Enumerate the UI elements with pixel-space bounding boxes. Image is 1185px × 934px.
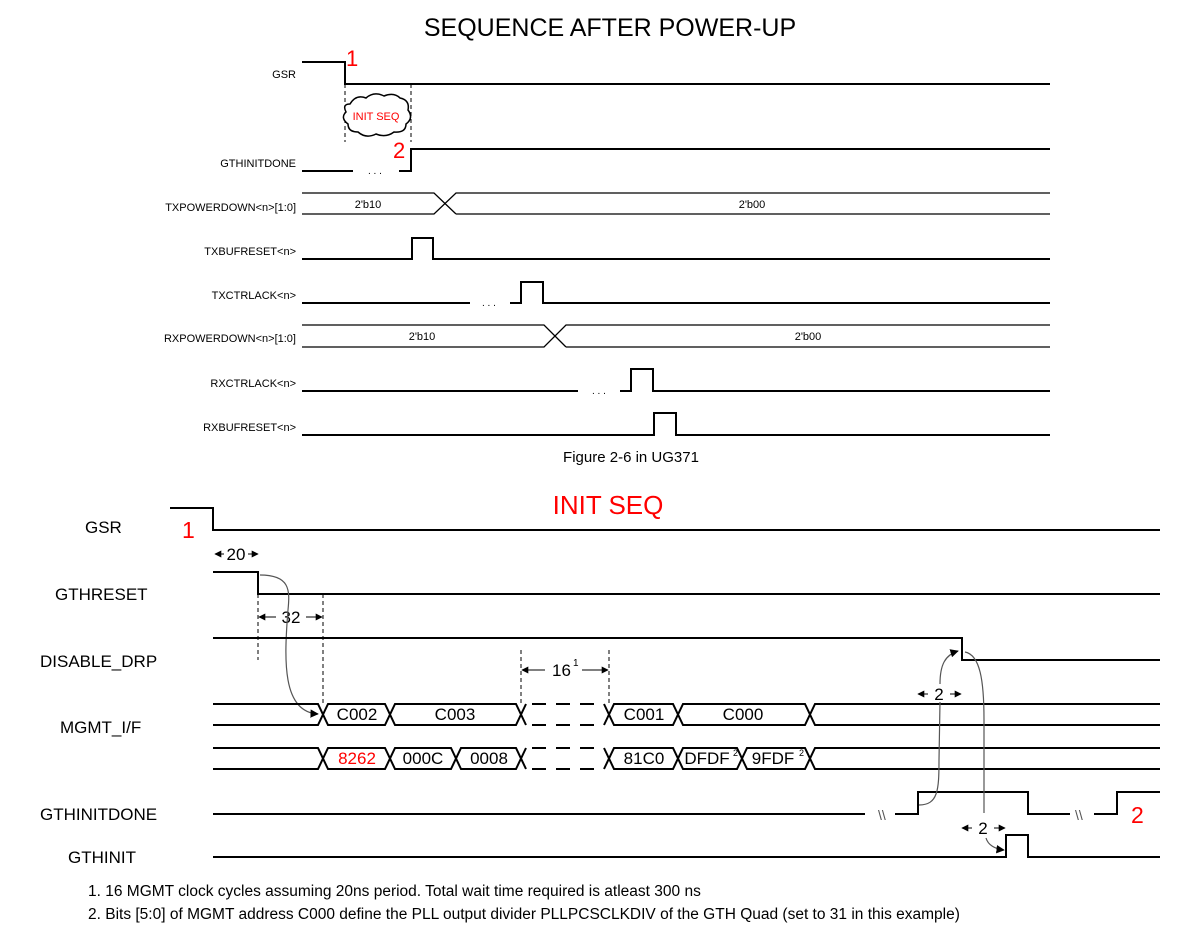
mgmt-addr-value: C002 xyxy=(337,705,378,724)
bus-rxpowerdown xyxy=(302,324,1050,348)
mgmt-addr-value: C001 xyxy=(624,705,665,724)
signal-label-rxpowerdown: RXPOWERDOWN<n>[1:0] xyxy=(164,333,296,345)
wave-rxctrlack xyxy=(620,368,1050,392)
signal-label-rxbufreset: RXBUFRESET<n> xyxy=(203,422,296,434)
footnote-ref-2: 2 xyxy=(799,748,804,758)
marker-1: 1 xyxy=(182,517,195,543)
dependency-arrow xyxy=(918,651,958,806)
break-symbol: \\ xyxy=(1075,807,1083,823)
signal-label-txbufreset: TXBUFRESET<n> xyxy=(204,246,296,258)
bus-value: 2'b00 xyxy=(739,199,766,211)
footnote-1: 1. 16 MGMT clock cycles assuming 20ns pe… xyxy=(88,883,701,900)
signal-label-rxctrlack: RXCTRLACK<n> xyxy=(210,378,296,390)
cloud-label: INIT SEQ xyxy=(353,111,400,123)
timing-20: 20 xyxy=(227,545,246,564)
signal-label-gthinitdone: GTHINITDONE xyxy=(220,158,296,170)
signal-label-disable-drp: DISABLE_DRP xyxy=(40,652,157,671)
dots: . . . xyxy=(368,166,382,177)
wave-gthinitdone xyxy=(399,148,1050,172)
top-title: SEQUENCE AFTER POWER-UP xyxy=(424,14,796,42)
bus-mgmt-address xyxy=(213,703,1160,726)
wave-gthinit xyxy=(213,834,1160,858)
timing-16: 16 xyxy=(552,661,571,680)
signal-label-mgmt-if: MGMT_I/F xyxy=(60,718,141,737)
mgmt-data-value: 0008 xyxy=(470,749,508,768)
bus-value: 2'b00 xyxy=(795,331,822,343)
figure-caption: Figure 2-6 in UG371 xyxy=(563,449,699,466)
marker-2: 2 xyxy=(1131,802,1144,828)
mgmt-data-value: DFDF xyxy=(684,749,729,768)
footnote-ref-1: 1 xyxy=(573,658,579,669)
mgmt-addr-value: C003 xyxy=(435,705,476,724)
mgmt-data-value-highlight: 8262 xyxy=(338,749,376,768)
signal-label-gthinit: GTHINIT xyxy=(68,848,136,867)
timing-2a: 2 xyxy=(934,685,943,704)
wave-disable-drp xyxy=(213,637,1160,661)
wave-txbufreset xyxy=(302,237,1050,260)
dots: . . . xyxy=(482,298,496,309)
mgmt-addr-value: C000 xyxy=(723,705,764,724)
footnote-2: 2. Bits [5:0] of MGMT address C000 defin… xyxy=(88,906,960,923)
marker-1: 1 xyxy=(346,46,358,71)
init-seq-cloud xyxy=(342,93,412,137)
mgmt-data-value: 9FDF xyxy=(752,749,795,768)
bus-value: 2'b10 xyxy=(355,199,382,211)
signal-label-gsr: GSR xyxy=(272,69,296,81)
bus-mgmt-data xyxy=(213,747,1160,770)
signal-label-gsr: GSR xyxy=(85,518,122,537)
signal-label-txctrlack: TXCTRLACK<n> xyxy=(212,290,296,302)
mgmt-data-value: 81C0 xyxy=(624,749,665,768)
wave-rxbufreset xyxy=(302,412,1050,436)
timing-2b: 2 xyxy=(978,819,987,838)
bus-value: 2'b10 xyxy=(409,331,436,343)
dependency-arrow xyxy=(259,574,319,718)
dots: . . . xyxy=(592,386,606,397)
mgmt-data-value: 000C xyxy=(403,749,444,768)
signal-label-gthinitdone: GTHINITDONE xyxy=(40,805,157,824)
dependency-arrow xyxy=(964,651,1004,850)
timing-32: 32 xyxy=(282,608,301,627)
break-symbol: \\ xyxy=(878,807,886,823)
wave-gthinitdone xyxy=(213,791,1160,815)
signal-label-txpowerdown: TXPOWERDOWN<n>[1:0] xyxy=(165,202,296,214)
bus-txpowerdown xyxy=(302,192,1050,215)
wave-txctrlack xyxy=(510,281,1050,304)
signal-label-gthreset: GTHRESET xyxy=(55,585,148,604)
wave-gsr xyxy=(170,507,1160,531)
footnote-ref-2: 2 xyxy=(733,748,738,758)
wave-gthreset xyxy=(213,571,1160,595)
init-seq-title: INIT SEQ xyxy=(553,490,664,520)
wave-gsr xyxy=(302,61,1050,85)
marker-2: 2 xyxy=(393,138,405,163)
